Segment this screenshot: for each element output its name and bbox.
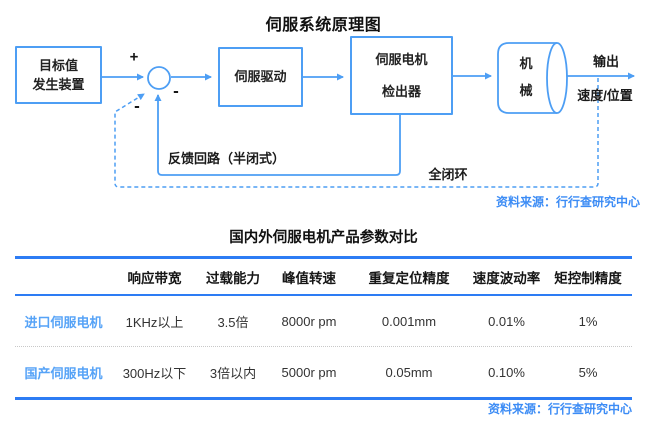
servo-system-diagram: 伺服系统原理图 目标值 发生装置 伺服驱动 伺服电机 检出器 机 械 + - -… [15,17,635,188]
node-target-value-generator: 目标值 发生装置 [15,46,102,104]
table-cell: 8000r pm [281,313,337,329]
table-cell: 1% [578,313,598,329]
node-servo-drive: 伺服驱动 [218,47,303,107]
column-header-speed-fluctuation: 速度波动率 [472,270,541,286]
row-label-imported: 进口伺服电机 [24,314,103,330]
diagram-connectors [102,42,635,188]
table-cell: 0.05mm [385,364,433,380]
table-cell: 3倍以内 [209,365,257,381]
table-cell: 5% [578,364,598,380]
column-header-positioning: 重复定位精度 [368,270,450,286]
minus-sign-inner-loop: - [173,81,179,101]
column-header-overload: 过载能力 [206,270,260,286]
plus-sign: + [129,48,139,66]
table-cell: 5000r pm [281,364,337,380]
table-header-row: 响应带宽 过载能力 峰值转速 重复定位精度 速度波动率 矩控制精度 [15,256,632,296]
machine-cylinder-cap [546,42,568,114]
table-cell: 0.10% [488,364,525,380]
summing-junction-circle [147,66,171,90]
output-label: 输出 [592,54,620,69]
column-header-peak-speed: 峰值转速 [282,270,336,286]
comparison-table: 国内外伺服电机产品参数对比 响应带宽 过载能力 峰值转速 重复定位精度 速度波动… [15,227,632,400]
table-cell: 300Hz以下 [122,365,187,381]
machine-cylinder-body [497,42,557,114]
diagram-source-note: 资料来源：行行查研究中心 [495,195,640,209]
feedback-loop-path [154,94,401,176]
diagram-title: 伺服系统原理图 [265,17,382,34]
table-title: 国内外伺服电机产品参数对比 [229,230,418,246]
table-cell: 0.01% [488,313,525,329]
table-cell: 3.5倍 [217,314,249,330]
table-source-note: 资料来源：行行查研究中心 [487,402,632,416]
table-row-domestic: 国产伺服电机 300Hz以下 3倍以内 5000r pm 0.05mm 0.10… [15,347,632,400]
full-closed-loop-path [114,78,599,188]
full-closed-loop-label: 全闭环 [428,167,468,182]
table-cell: 0.001mm [381,313,437,329]
column-header-torque-accuracy: 矩控制精度 [554,270,622,286]
node-machine-label: 机 械 [519,56,533,98]
feedback-loop-label: 反馈回路（半闭式） [168,151,286,166]
column-header-bandwidth: 响应带宽 [127,270,182,286]
minus-sign-outer-loop: - [134,96,140,116]
row-label-domestic: 国产伺服电机 [24,365,103,381]
node-servo-motor-detector: 伺服电机 检出器 [350,36,453,115]
speed-position-label: 速度/位置 [577,88,633,103]
table-cell: 1KHz以上 [125,314,184,330]
table-row-imported: 进口伺服电机 1KHz以上 3.5倍 8000r pm 0.001mm 0.01… [15,296,632,347]
